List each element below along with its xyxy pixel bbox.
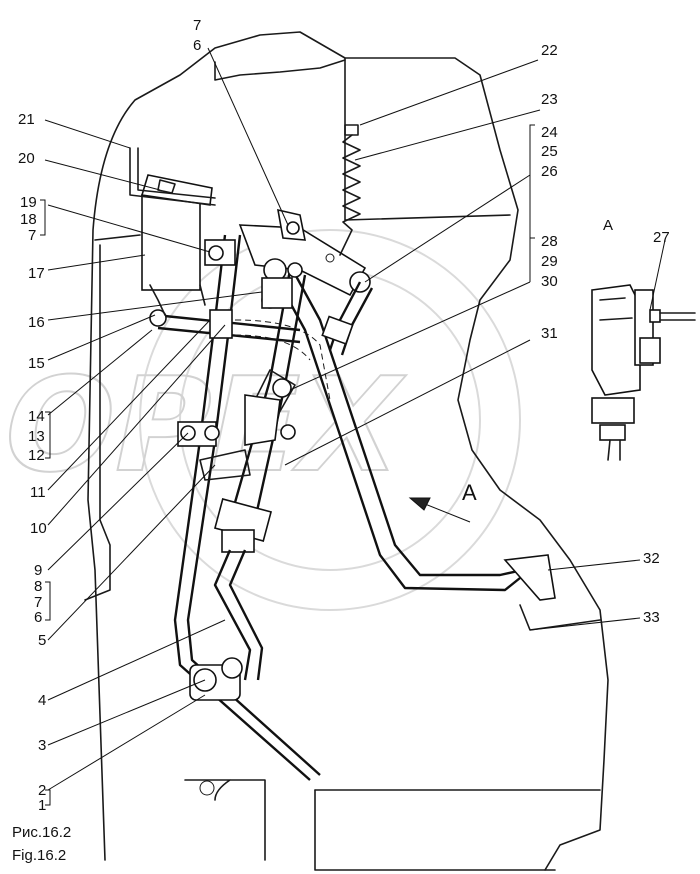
view-a-detail	[591, 284, 696, 461]
spring	[325, 124, 361, 263]
callout-7: 7	[34, 594, 42, 611]
upper-mechanism	[204, 208, 371, 309]
callout-6: 6	[34, 609, 42, 626]
view-a-label: A	[603, 217, 613, 234]
caption-en: Fig.16.2	[12, 847, 66, 864]
callout-24: 24	[541, 124, 558, 141]
callout-23: 23	[541, 91, 558, 108]
leader-lines	[40, 47, 666, 806]
callout-14: 14	[28, 408, 45, 425]
cylinder	[244, 281, 374, 446]
callout-20: 20	[18, 150, 35, 167]
callout-7-upper: 7	[28, 227, 36, 244]
callouts: 1 2 3 4 5 6 7 8 9 10 11 12 13 14 15 16 1…	[18, 17, 670, 814]
callout-5: 5	[38, 632, 46, 649]
switch	[129, 147, 216, 316]
view-arrow	[408, 497, 471, 523]
lower-clamp	[189, 657, 243, 701]
callout-9: 9	[34, 562, 42, 579]
callout-3: 3	[38, 737, 46, 754]
callout-1: 1	[38, 797, 46, 814]
cab-outline	[84, 31, 609, 871]
callout-22: 22	[541, 42, 558, 59]
callout-6-top: 6	[193, 37, 201, 54]
callout-29: 29	[541, 253, 558, 270]
callout-8: 8	[34, 578, 42, 595]
callout-32: 32	[643, 550, 660, 567]
callout-15: 15	[28, 355, 45, 372]
callout-25: 25	[541, 143, 558, 160]
callout-13: 13	[28, 428, 45, 445]
callout-21: 21	[18, 111, 35, 128]
pedal-lever	[273, 264, 556, 601]
callout-33: 33	[643, 609, 660, 626]
callout-11: 11	[30, 484, 46, 501]
callout-28: 28	[541, 233, 558, 250]
callout-18: 18	[20, 211, 37, 228]
callout-31: 31	[541, 325, 558, 342]
callout-4: 4	[38, 692, 46, 709]
callout-30: 30	[541, 273, 558, 290]
cross-rod	[149, 309, 331, 401]
callout-12: 12	[28, 447, 45, 464]
callout-2: 2	[38, 782, 46, 799]
caption-ru: Рис.16.2	[12, 824, 71, 841]
arrow-a-label: A	[462, 480, 477, 505]
callout-7-top: 7	[193, 17, 201, 34]
callout-26: 26	[541, 163, 558, 180]
callout-16: 16	[28, 314, 45, 331]
callout-10: 10	[30, 520, 47, 537]
callout-17: 17	[28, 265, 45, 282]
callout-27: 27	[653, 229, 670, 246]
callout-19: 19	[20, 194, 37, 211]
